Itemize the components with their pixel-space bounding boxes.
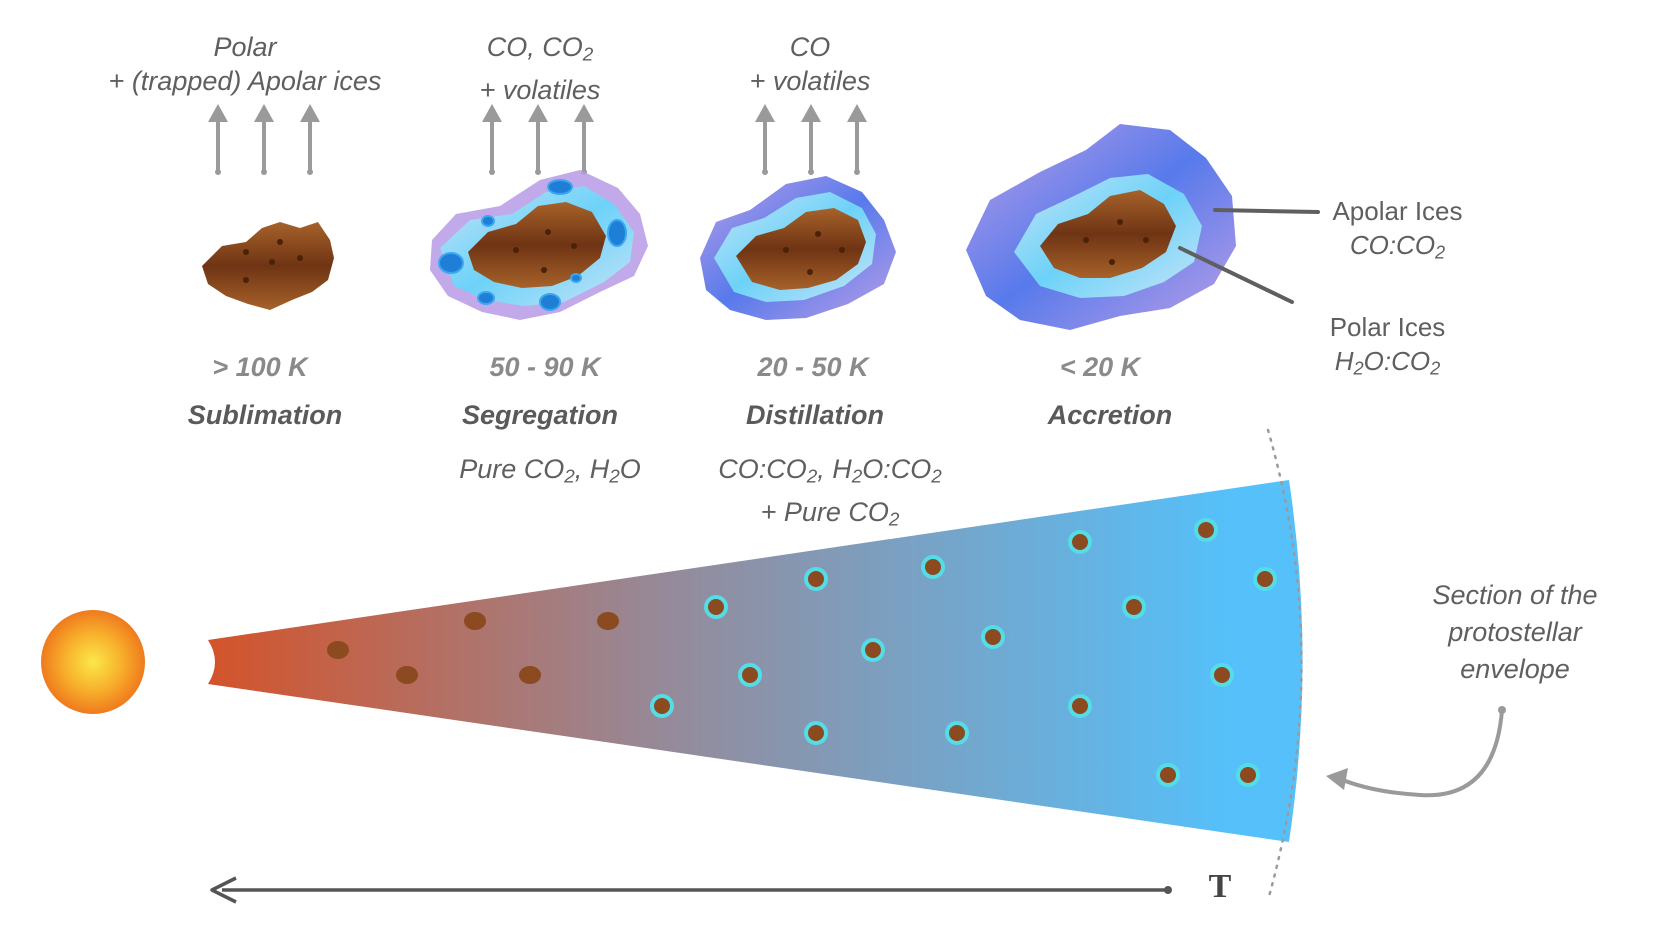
note-distillation: CO:CO2, H2O:CO2 + Pure CO2 <box>680 452 980 537</box>
gas-label-distillation: CO + volatiles <box>680 30 940 98</box>
legend-apolar-title: Apolar Ices <box>1332 196 1463 226</box>
grain-segregation <box>430 170 648 320</box>
temp-distillation: 20 - 50 K <box>757 352 869 382</box>
legend-polar: Polar Ices H2O:CO2 <box>1300 310 1475 386</box>
envelope-pointer-arrow <box>1326 706 1506 798</box>
legend-pointers <box>1178 208 1320 304</box>
legend-polar-formula: H2O:CO2 <box>1334 346 1441 379</box>
icy-grains <box>650 518 1277 787</box>
grain-sublimation <box>202 222 334 310</box>
legend-polar-title: Polar Ices <box>1329 312 1446 342</box>
note-segregation: Pure CO2, H2O <box>459 454 641 488</box>
stage-name-segregation: Segregation <box>461 400 619 430</box>
gas-line2: + (trapped) Apolar ices <box>108 66 382 96</box>
temp-sublimation: > 100 K <box>212 352 308 382</box>
stage-name-accretion: Accretion <box>1047 400 1173 430</box>
grain-distillation <box>700 176 896 320</box>
gas-line1: Polar <box>213 32 277 62</box>
bare-grains <box>327 612 619 684</box>
temp-accretion: < 20 K <box>1059 352 1141 382</box>
legend-apolar: Apolar Ices CO:CO2 <box>1310 194 1485 270</box>
gas-label-sublimation: Polar + (trapped) Apolar ices <box>80 30 410 98</box>
gas-line2: + volatiles <box>749 66 871 96</box>
stage-name-sublimation: Sublimation <box>187 400 343 430</box>
temperature-axis-label: T <box>1208 868 1232 905</box>
stage-name-distillation: Distillation <box>745 400 884 430</box>
gas-line1: CO <box>789 32 831 62</box>
note-line1: CO:CO2, H2O:CO2 <box>718 454 942 488</box>
note-line2: + Pure CO2 <box>760 496 900 531</box>
temp-segregation: 50 - 90 K <box>489 352 601 382</box>
temperature-axis <box>210 876 1172 904</box>
gas-line1: CO, CO2 <box>486 32 594 66</box>
protostar <box>41 610 145 714</box>
envelope-boundary <box>1266 428 1303 902</box>
legend-apolar-formula: CO:CO2 <box>1349 230 1446 263</box>
envelope-label: Section of the protostellar envelope <box>1432 580 1598 684</box>
grain-accretion <box>966 124 1236 330</box>
gas-arrows <box>208 104 867 175</box>
gas-label-segregation: CO, CO2 + volatiles <box>410 30 670 107</box>
gas-line2: + volatiles <box>479 74 601 105</box>
envelope-cone <box>208 480 1303 842</box>
